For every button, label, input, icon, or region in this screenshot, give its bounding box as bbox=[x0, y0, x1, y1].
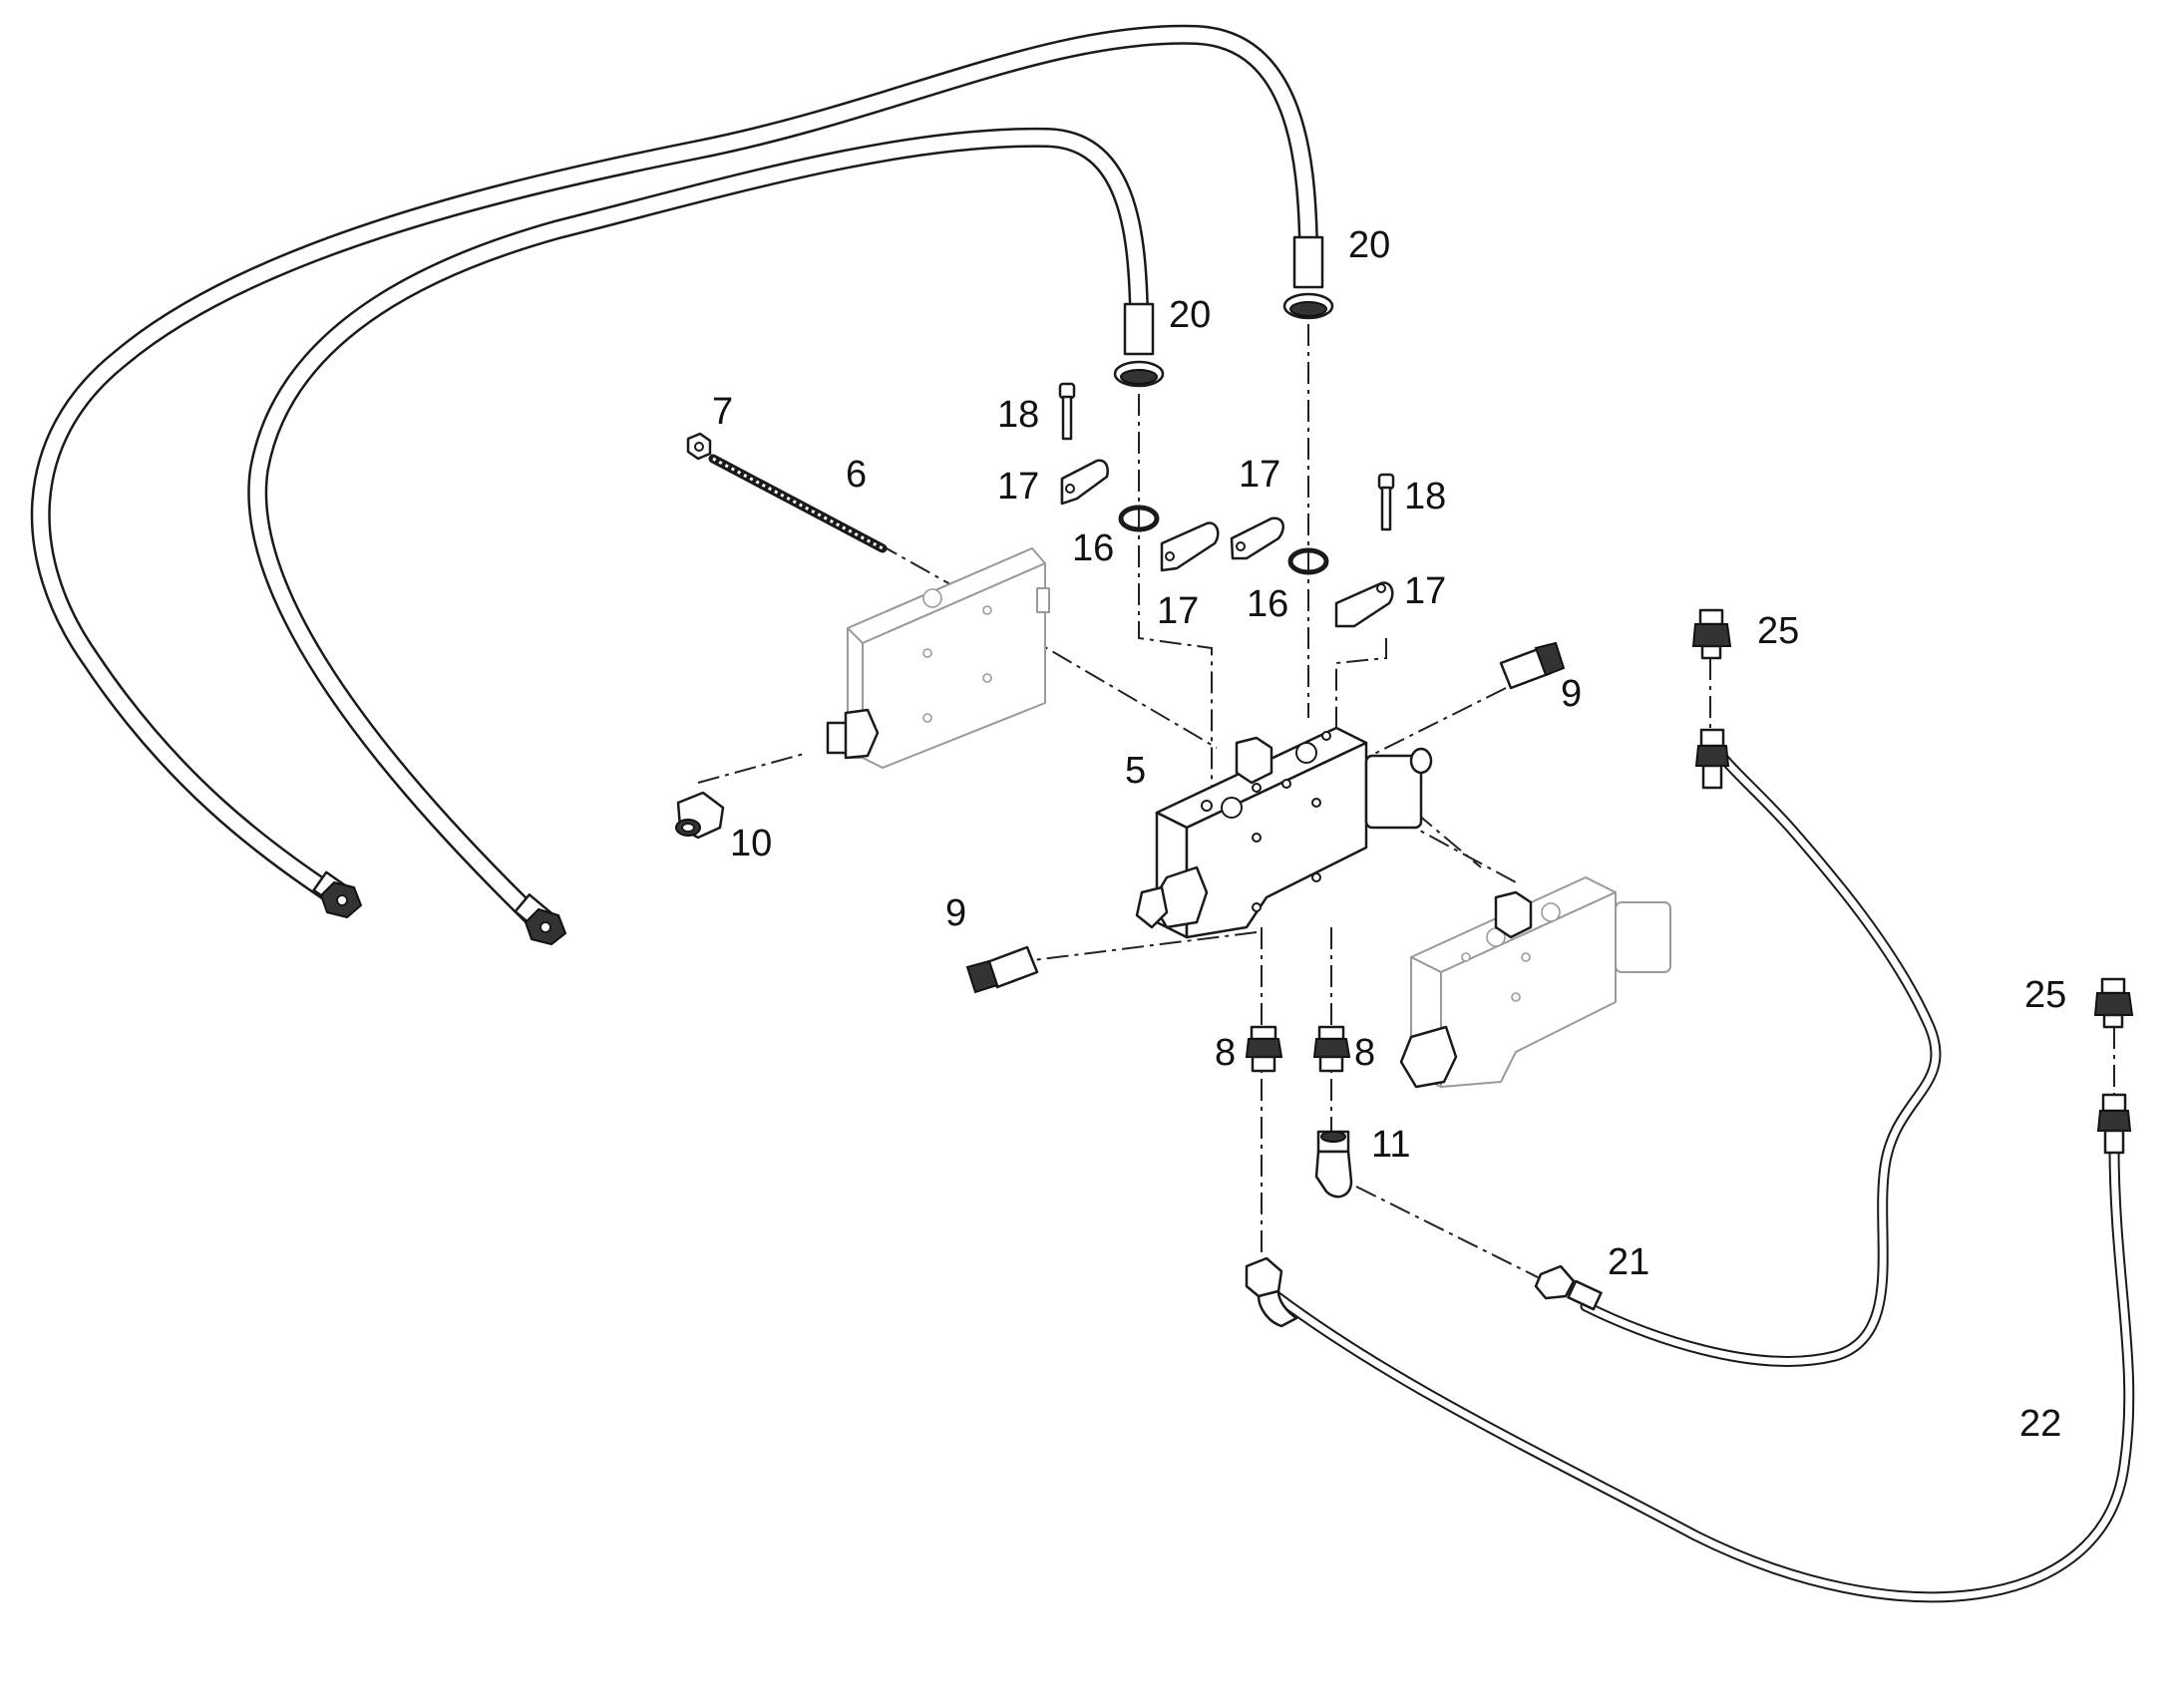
valve-block-ghost-right bbox=[1399, 876, 1671, 1089]
hose-20-outer bbox=[30, 24, 1318, 912]
screw-18-right bbox=[1377, 473, 1395, 531]
valve-block-main-5 bbox=[1135, 726, 1433, 939]
adapter-8-right bbox=[1312, 1025, 1351, 1073]
hose-flange-fitting-a bbox=[1113, 302, 1165, 388]
line-21-end-fitting bbox=[1534, 1264, 1603, 1311]
label-10: 10 bbox=[730, 823, 772, 864]
adapter-25-right-lower bbox=[2096, 1093, 2132, 1155]
clamp-17-a bbox=[1060, 459, 1109, 506]
label-17-center-bottom: 17 bbox=[1157, 590, 1199, 632]
label-7: 7 bbox=[712, 391, 733, 433]
stud-6 bbox=[708, 454, 888, 553]
label-25-right: 25 bbox=[2024, 974, 2066, 1016]
callout-labels: 20 20 7 6 18 18 17 17 17 17 16 16 25 25 … bbox=[712, 224, 2066, 1445]
adapter-25-right bbox=[2093, 977, 2134, 1029]
nut-7 bbox=[686, 432, 712, 461]
label-11: 11 bbox=[1371, 1124, 1410, 1166]
hose-flange-fitting-b bbox=[1282, 235, 1334, 320]
line-21 bbox=[1580, 732, 1942, 1367]
valve-block-ghost-left bbox=[826, 547, 1050, 769]
adapter-25-top bbox=[1691, 608, 1732, 660]
clamp-17-b bbox=[1160, 521, 1220, 572]
label-16-right: 16 bbox=[1247, 583, 1288, 625]
clamp-17-d bbox=[1334, 581, 1394, 628]
label-17-right: 17 bbox=[1404, 570, 1446, 612]
label-21: 21 bbox=[1608, 1241, 1649, 1283]
label-20-top-left: 20 bbox=[1169, 294, 1211, 336]
o-ring-16-right bbox=[1287, 547, 1329, 575]
label-18-left: 18 bbox=[997, 394, 1039, 436]
label-17-left: 17 bbox=[997, 466, 1039, 508]
fitting-9-left bbox=[965, 945, 1039, 994]
label-16-left: 16 bbox=[1072, 527, 1114, 569]
elbow-11 bbox=[1314, 1130, 1353, 1198]
fitting-9-right bbox=[1499, 641, 1566, 690]
label-17-center-top: 17 bbox=[1239, 454, 1280, 496]
label-22: 22 bbox=[2019, 1403, 2061, 1445]
clamp-17-c bbox=[1230, 516, 1284, 560]
line-22-end-fitting bbox=[1245, 1256, 1298, 1328]
hose-20-inner bbox=[247, 127, 1149, 937]
label-20-top-right: 20 bbox=[1348, 224, 1390, 266]
hose-end-fitting-left-b bbox=[514, 893, 567, 946]
adapter-25-top-lower bbox=[1694, 728, 1730, 790]
label-5: 5 bbox=[1125, 750, 1146, 792]
label-9-left: 9 bbox=[945, 892, 966, 934]
adapter-8-left bbox=[1245, 1025, 1283, 1073]
label-8-right: 8 bbox=[1354, 1032, 1375, 1074]
label-18-right: 18 bbox=[1404, 476, 1446, 517]
screw-18-left bbox=[1058, 382, 1076, 441]
label-25-top: 25 bbox=[1757, 610, 1799, 652]
elbow-fitting-10 bbox=[675, 791, 725, 840]
label-9-right: 9 bbox=[1561, 673, 1582, 715]
label-8-left: 8 bbox=[1215, 1032, 1236, 1074]
label-6: 6 bbox=[846, 454, 867, 496]
hose-end-fitting-left-a bbox=[312, 870, 363, 919]
o-ring-16-left bbox=[1118, 505, 1160, 532]
line-22 bbox=[1271, 1141, 2135, 1603]
